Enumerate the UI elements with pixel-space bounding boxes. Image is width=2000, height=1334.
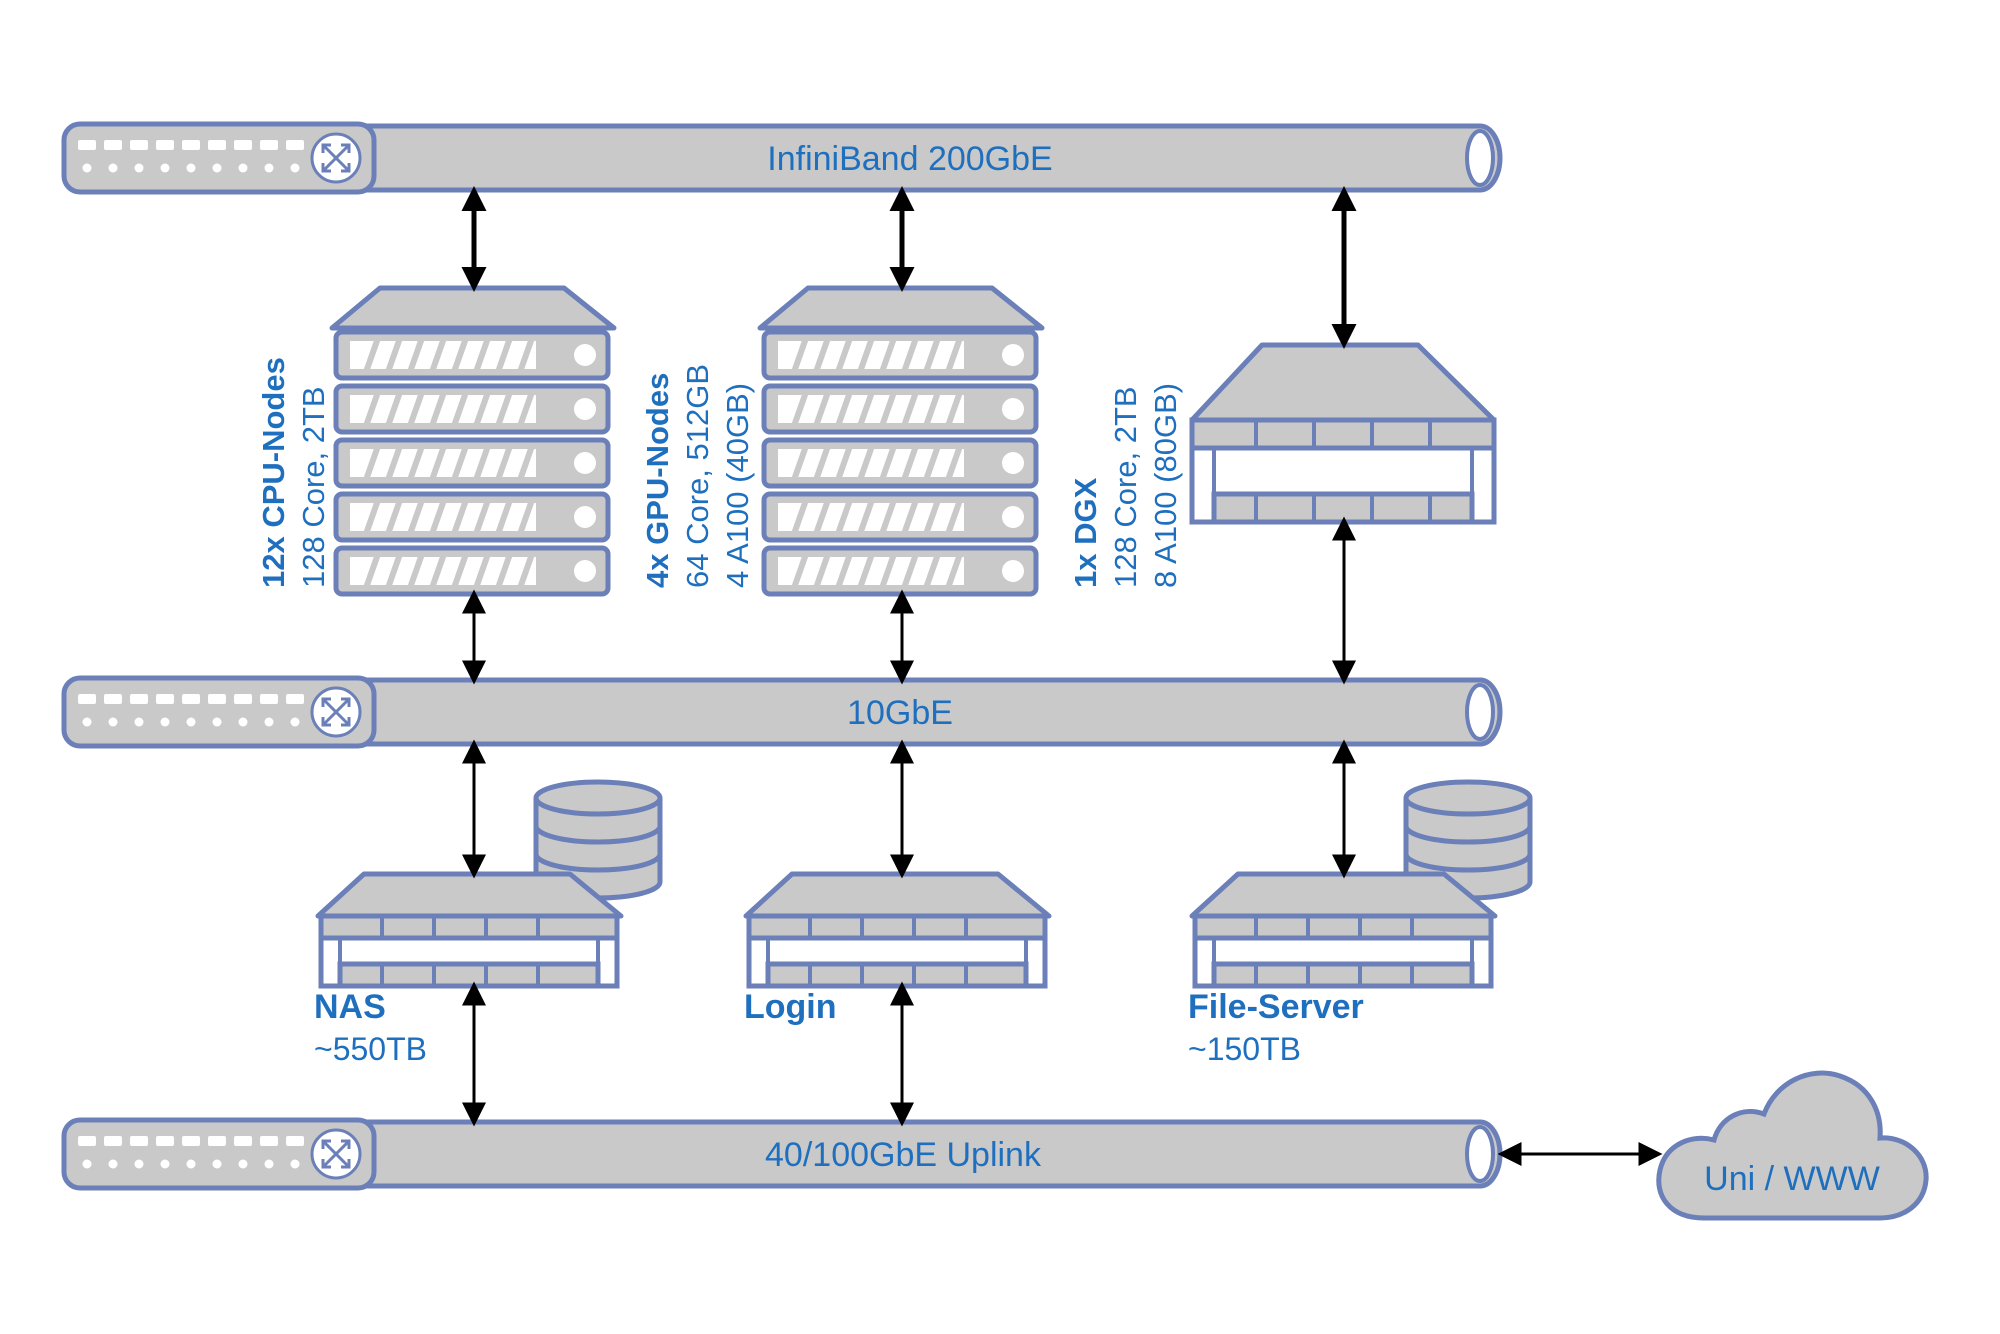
dgx-server-icon	[1189, 342, 1497, 525]
gpu-nodes-label: 4x GPU-Nodes 64 Core, 512GB 4 A100 (40GB…	[640, 364, 755, 588]
login-title: Login	[744, 988, 837, 1026]
gpu-nodes-line1: 64 Core, 512GB	[680, 364, 715, 588]
infiniband-links	[461, 186, 1357, 349]
dgx-label: 1x DGX 128 Core, 2TB 8 A100 (80GB)	[1068, 383, 1183, 588]
cpu-nodes-rack-icon	[329, 285, 617, 594]
fileserver-title: File-Server	[1188, 988, 1364, 1026]
dgx-line1: 128 Core, 2TB	[1108, 386, 1143, 588]
uplink-switch-icon	[64, 1120, 374, 1188]
gbe10-bus: 10GbE	[341, 677, 1503, 747]
infiniband-label: InfiniBand 200GbE	[767, 140, 1052, 178]
gbe10-switch-icon	[64, 678, 374, 746]
fileserver-detail: ~150TB	[1188, 1031, 1301, 1067]
gbe10-label: 10GbE	[847, 694, 953, 732]
dgx-title: 1x DGX	[1068, 477, 1103, 588]
cloud-icon: Uni / WWW	[1656, 1070, 1929, 1221]
nas-server-icon	[318, 874, 621, 986]
gpu-nodes-line2: 4 A100 (40GB)	[720, 383, 755, 588]
uplink-bus: 40/100GbE Uplink	[341, 1119, 1503, 1189]
cpu-nodes-title: 12x CPU-Nodes	[256, 357, 291, 588]
nas-detail: ~550TB	[314, 1031, 427, 1067]
infiniband-bus: InfiniBand 200GbE	[341, 123, 1503, 193]
fileserver-server-icon	[1192, 874, 1495, 986]
nas-title: NAS	[314, 988, 386, 1026]
cpu-nodes-label: 12x CPU-Nodes 128 Core, 2TB	[256, 357, 331, 588]
cloud-label: Uni / WWW	[1704, 1160, 1880, 1198]
dgx-line2: 8 A100 (80GB)	[1148, 383, 1183, 588]
cpu-nodes-line1: 128 Core, 2TB	[296, 386, 331, 588]
login-server-icon	[746, 874, 1049, 986]
gpu-nodes-title: 4x GPU-Nodes	[640, 373, 675, 588]
uplink-label: 40/100GbE Uplink	[765, 1136, 1042, 1174]
ethernet-links	[462, 516, 1663, 1166]
gpu-nodes-rack-icon	[757, 285, 1045, 594]
infiniband-switch-icon	[64, 124, 374, 192]
